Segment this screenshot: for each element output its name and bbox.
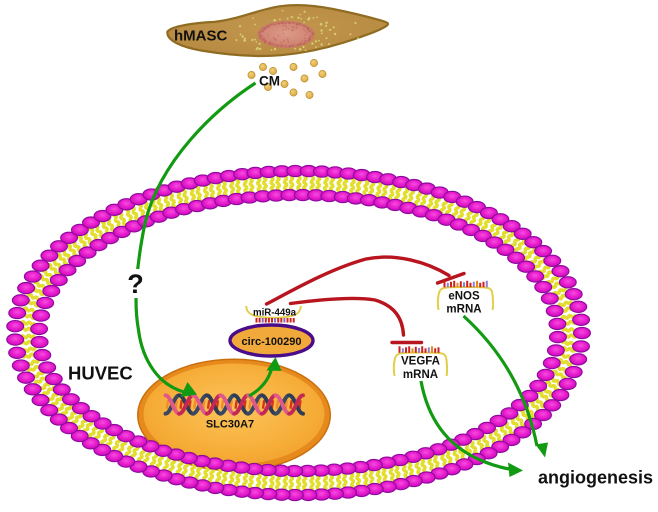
svg-text:CM: CM (259, 74, 280, 89)
svg-text:miR-449a: miR-449a (253, 307, 297, 318)
svg-text:SLC30A7: SLC30A7 (206, 419, 254, 431)
svg-text:VEGFA: VEGFA (401, 356, 440, 368)
svg-text:eNOS: eNOS (448, 291, 480, 303)
svg-text:circ-100290: circ-100290 (242, 336, 302, 348)
svg-text:mRNA: mRNA (446, 304, 481, 316)
svg-text:mRNA: mRNA (403, 369, 438, 381)
svg-text:?: ? (127, 269, 144, 299)
svg-text:angiogenesis: angiogenesis (538, 468, 653, 488)
svg-text:hMASC: hMASC (174, 28, 227, 45)
svg-text:HUVEC: HUVEC (68, 363, 133, 384)
